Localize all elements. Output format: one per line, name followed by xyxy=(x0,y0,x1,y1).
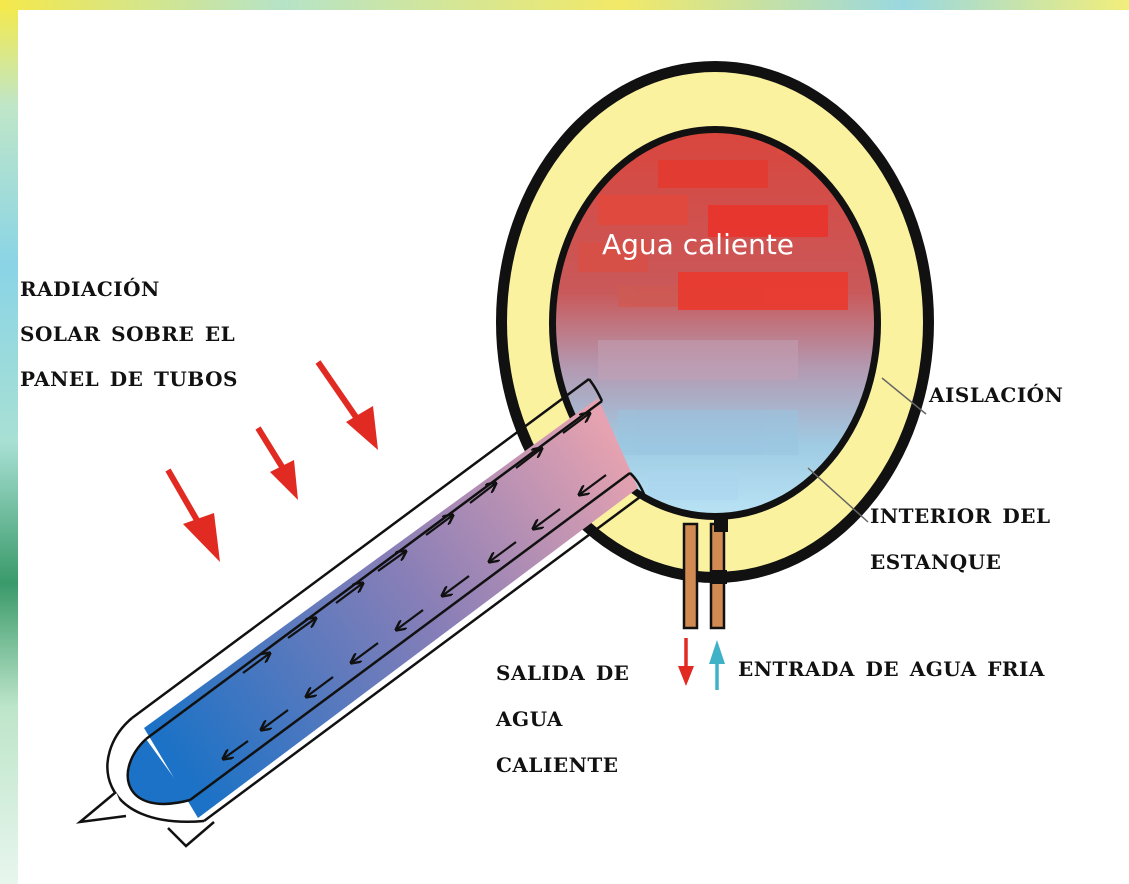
hot-water-label: Agua caliente xyxy=(602,228,795,261)
cold-inlet-label: Entrada de agua fria xyxy=(738,649,1045,683)
radiation-label-line-2: solar sobre el xyxy=(20,314,236,348)
radiation-label-line-1: Radiación xyxy=(20,269,160,303)
diagram-svg xyxy=(75,61,934,848)
downward-flow-arrows xyxy=(223,474,607,759)
tank-interior-label-line-1: Interior del xyxy=(870,496,1051,530)
decorative-frame-left xyxy=(0,0,18,884)
cold-inlet-arrow xyxy=(709,640,725,690)
radiation-label: Radiación solar sobre el panel de tubos xyxy=(20,264,320,399)
hot-outlet-label: Salida de agua caliente xyxy=(496,647,629,785)
tank-interior-label: Interior del estanque xyxy=(870,490,1051,582)
decorative-frame-top xyxy=(0,0,1129,10)
evacuated-tube xyxy=(75,377,646,848)
hot-outlet-label-line-3: caliente xyxy=(496,745,619,779)
hot-outlet-label-line-2: agua xyxy=(496,699,563,733)
hot-outlet-arrow xyxy=(678,638,694,686)
upward-flow-arrows xyxy=(242,413,590,674)
hot-outlet-label-line-1: Salida de xyxy=(496,653,630,687)
cool-water-blocks xyxy=(598,340,798,500)
insulation-label: Aislación xyxy=(929,375,1064,409)
radiation-arrows xyxy=(165,360,378,562)
tank-interior-label-line-2: estanque xyxy=(870,542,1002,576)
radiation-label-line-3: panel de tubos xyxy=(20,359,238,393)
tank-pipes xyxy=(682,518,728,630)
thermosiphon-diagram: Agua caliente Radiación solar sobre el p… xyxy=(18,10,1129,884)
leader-lines xyxy=(807,377,927,523)
